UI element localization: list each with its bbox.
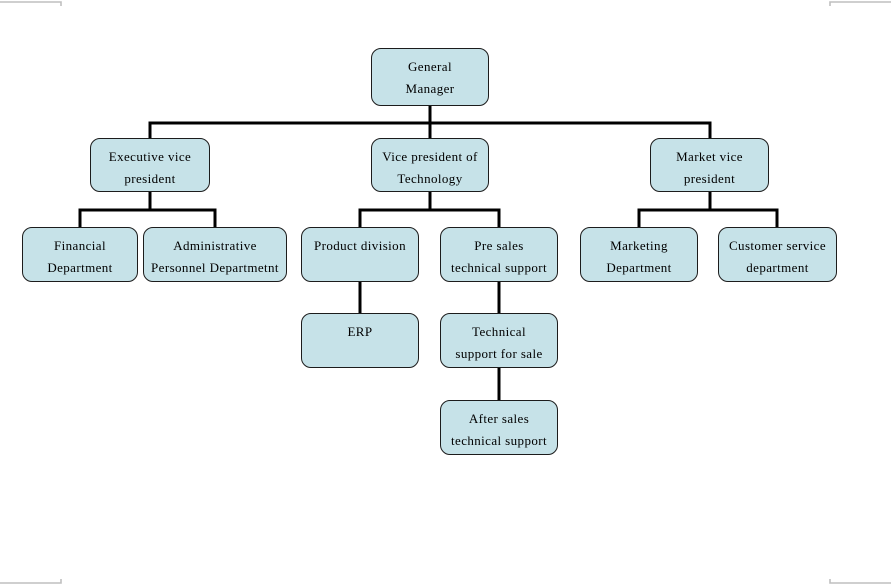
corner-mark-bottom-left (0, 579, 62, 584)
org-node-vp-technology[interactable]: Vice president of Technology (371, 138, 489, 192)
org-node-after-sales-support[interactable]: After sales technical support (440, 400, 558, 455)
corner-mark-bottom-right (829, 579, 891, 584)
org-node-label-line: Product division (314, 238, 406, 253)
org-node-executive-vp[interactable]: Executive vice president (90, 138, 210, 192)
org-node-label-line: Financial (54, 238, 106, 253)
connector-market-to-customer (710, 208, 779, 227)
connector-gm-to-market-vp (430, 121, 712, 138)
org-node-label-line: Department (606, 260, 672, 275)
org-node-label-line: Customer service (728, 238, 826, 253)
org-node-label-line: After sales (468, 411, 530, 426)
corner-mark-top-left (0, 1, 62, 6)
org-node-label-line: Vice president of (382, 149, 478, 164)
org-node-label-line: General (408, 59, 452, 74)
org-node-label-line: Technical (472, 324, 526, 339)
org-node-label-line: technical support (451, 433, 547, 448)
org-node-label-line: Department (47, 260, 113, 275)
org-node-label-line: support for sale (455, 346, 543, 361)
org-node-label-line: president (124, 171, 176, 186)
org-node-label-line: Technology (397, 171, 463, 186)
connector-vptech-to-presales (430, 208, 501, 227)
org-node-label-line: president (683, 171, 736, 186)
org-node-pre-sales-support[interactable]: Pre sales technical support (440, 227, 558, 282)
org-node-label-line: Marketing (610, 238, 668, 253)
connector-executive-to-admin (150, 208, 217, 227)
connector-executive-to-financial (78, 192, 152, 227)
org-node-customer-service[interactable]: Customer service department (718, 227, 837, 282)
org-node-erp[interactable]: ERP (301, 313, 419, 368)
corner-mark-top-right (829, 1, 891, 6)
org-node-label-line: department (746, 260, 809, 275)
connector-vptech-to-product (358, 192, 432, 227)
org-node-label-line: Executive vice (108, 149, 192, 164)
connector-market-to-marketing (637, 192, 712, 227)
org-node-product-division[interactable]: Product division (301, 227, 419, 282)
org-node-label-line: Manager (405, 81, 455, 96)
org-node-label-line: Pre sales (474, 238, 524, 253)
org-node-label-line: Personnel Departmetnt (151, 260, 279, 275)
org-node-label-line: technical support (451, 260, 547, 275)
org-node-technical-support-sale[interactable]: Technical support for sale (440, 313, 558, 368)
org-node-label-line: ERP (347, 324, 373, 339)
org-node-label-line: Administrative (173, 238, 257, 253)
connector-gm-to-executive-vp (148, 106, 432, 138)
org-node-label-line: Market vice (676, 149, 743, 164)
org-node-market-vp[interactable]: Market vice president (650, 138, 769, 192)
